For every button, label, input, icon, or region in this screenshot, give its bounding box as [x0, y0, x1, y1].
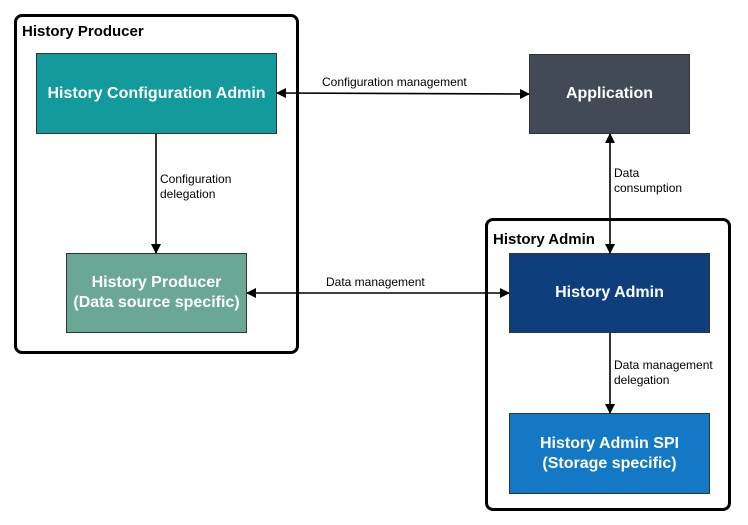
history-admin-node: History Admin — [509, 253, 710, 333]
history-producer-group — [14, 14, 299, 354]
history-producer-label: History Producer (Data source specific) — [73, 274, 240, 311]
history-admin-label: History Admin — [555, 284, 664, 301]
history-admin-spi-label: History Admin SPI (Storage specific) — [540, 434, 679, 472]
configuration-management-arrow — [276, 88, 530, 99]
history-admin-group-title: History Admin — [493, 231, 595, 248]
data-management-delegation-label: Data management delegation — [614, 358, 713, 387]
application-label: Application — [565, 85, 654, 102]
application-node: Application — [529, 54, 690, 134]
data-management-label: Data management — [326, 275, 425, 289]
data-consumption-label: Data consumption — [614, 166, 683, 195]
history-producer-group-title: History Producer — [22, 23, 144, 40]
configuration-delegation-label: Configuration delegation — [160, 172, 232, 201]
configuration-management-label: Configuration management — [322, 75, 467, 89]
history-configuration-admin-node: History Configuration Admin — [36, 53, 277, 134]
history-configuration-admin-label: History Configuration Admin — [47, 84, 266, 102]
